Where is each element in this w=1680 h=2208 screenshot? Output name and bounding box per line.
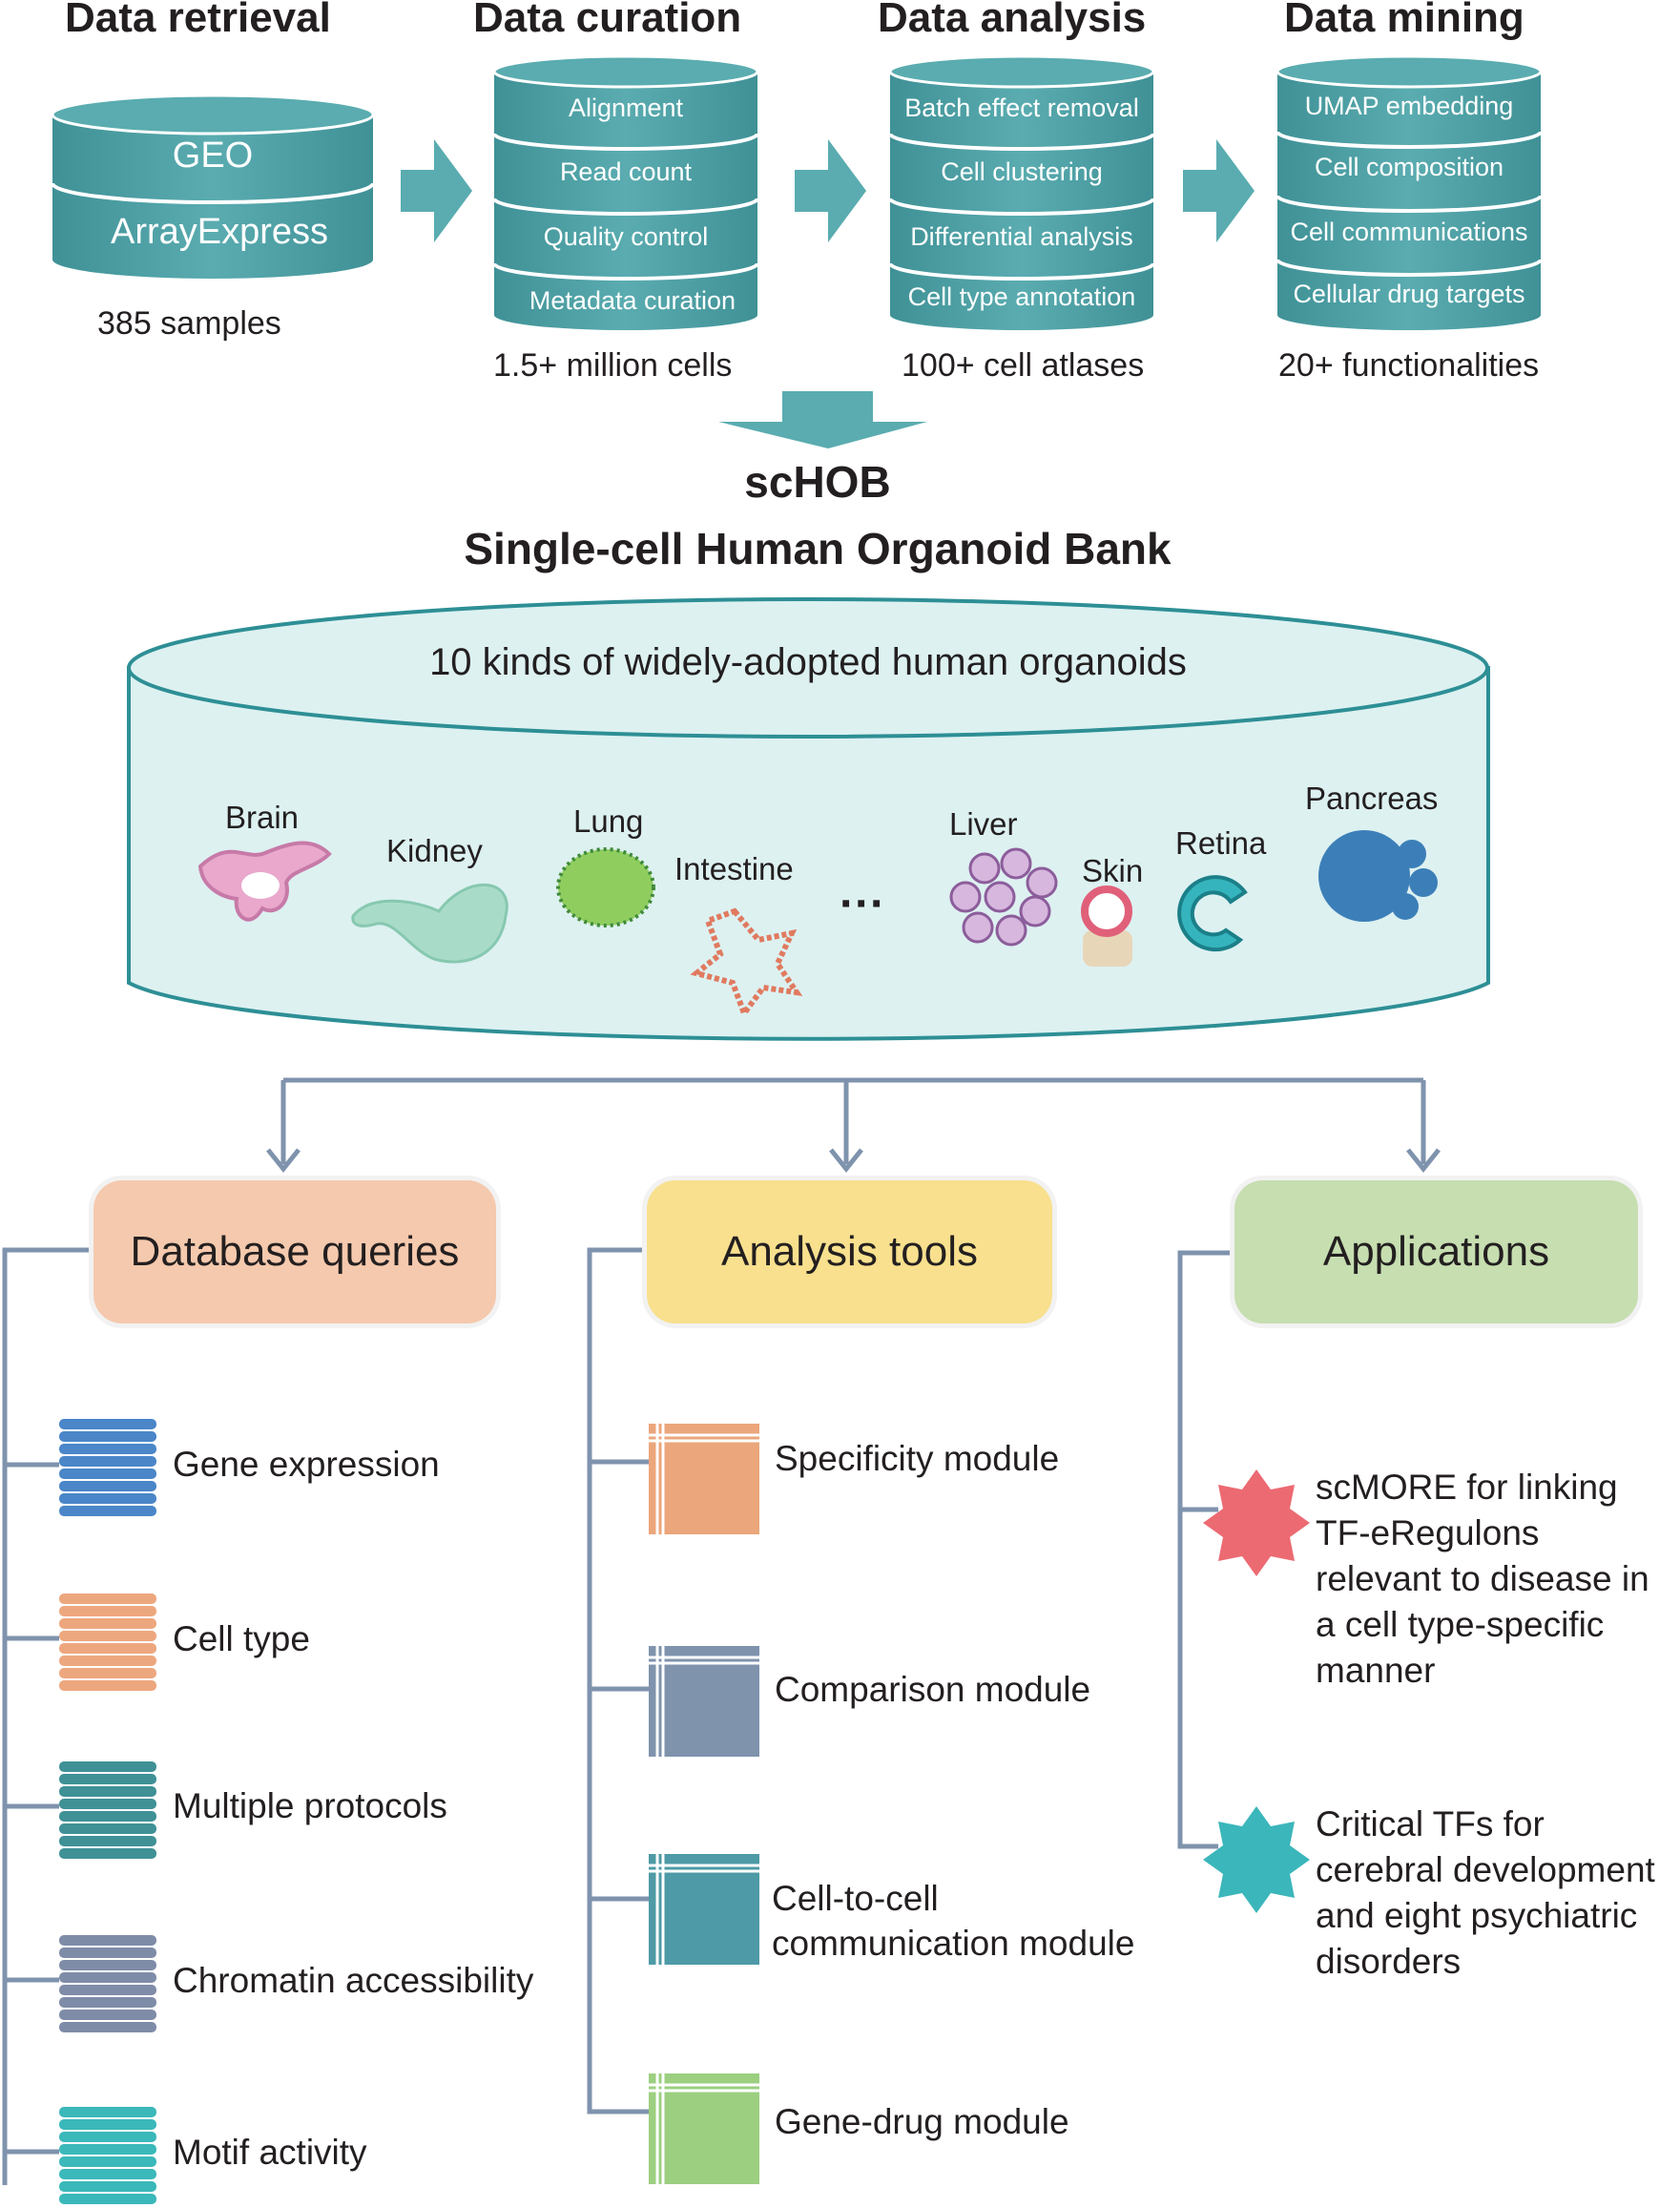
retrieval-database-icon (51, 94, 375, 279)
curation-step: Alignment (568, 94, 684, 122)
intestine-organoid-icon (690, 907, 803, 1020)
curation-step: Quality control (543, 222, 709, 251)
mining-step: Cellular drug targets (1293, 280, 1525, 308)
analysis-tools-title: Analysis tools (720, 1228, 978, 1275)
critical-tfs-star-icon (1203, 1806, 1310, 1913)
communication-module-icon (649, 1854, 759, 1965)
application-critical-tfs[interactable]: Critical TFs for cerebral development an… (1316, 1802, 1655, 1985)
application-line: scMORE for linking (1316, 1468, 1618, 1507)
tool-item-gene-drug[interactable]: Gene-drug module (775, 2102, 1069, 2141)
mining-database-icon (1276, 54, 1543, 330)
analysis-step: Cell clustering (941, 157, 1103, 186)
application-line: relevant to disease in (1316, 1559, 1649, 1598)
applications-title: Applications (1322, 1228, 1550, 1275)
database-queries-title: Database queries (130, 1228, 460, 1275)
curation-title: Data curation (473, 0, 742, 41)
kidney-organoid-icon (351, 884, 508, 964)
comparison-module-icon (649, 1646, 759, 1757)
application-line: TF-eRegulons (1316, 1513, 1540, 1552)
analysis-step: Cell type annotation (907, 282, 1136, 311)
curation-step: Metadata curation (529, 286, 736, 315)
source-geo: GEO (172, 135, 254, 176)
mining-title: Data mining (1284, 0, 1524, 41)
chromatin-accessibility-stack-icon (59, 1935, 156, 2032)
gene-expression-stack-icon (59, 1419, 156, 1516)
application-line: a cell type-specific (1316, 1605, 1605, 1644)
arrow-right-icon (1183, 139, 1255, 242)
analysis-stat: 100+ cell atlases (902, 347, 1145, 384)
arrow-right-icon (795, 139, 866, 242)
tool-item-specificity[interactable]: Specificity module (775, 1439, 1060, 1478)
curation-step: Read count (559, 157, 693, 186)
arrow-down-icon (718, 391, 927, 448)
mining-stat: 20+ functionalities (1278, 347, 1540, 384)
cell-type-stack-icon (59, 1594, 156, 1691)
scmore-star-icon (1203, 1469, 1310, 1576)
organoid-label-skin: Skin (1082, 853, 1144, 888)
application-scmore[interactable]: scMORE for linking TF-eRegulons relevant… (1316, 1465, 1649, 1694)
organoid-label-kidney: Kidney (386, 833, 483, 868)
application-line: Critical TFs for (1316, 1804, 1545, 1843)
specificity-module-icon (649, 1424, 759, 1534)
liver-organoid-icon (949, 847, 1058, 947)
application-line: disorders (1316, 1942, 1462, 1981)
branch-connector (266, 1077, 1441, 1174)
analysis-step: Differential analysis (910, 222, 1133, 251)
tool-item-communication[interactable]: communication module (772, 1924, 1135, 1963)
schob-tagline: 10 kinds of widely-adopted human organoi… (429, 641, 1187, 683)
mining-step: UMAP embedding (1304, 92, 1514, 120)
source-arrayexpress: ArrayExpress (110, 212, 329, 252)
pancreas-organoid-icon (1318, 830, 1438, 922)
retrieval-stat: 385 samples (97, 305, 281, 342)
retina-organoid-icon (1177, 875, 1248, 952)
organoid-label-retina: Retina (1175, 825, 1267, 861)
arrow-right-icon (401, 139, 472, 242)
organoid-label-brain: Brain (225, 800, 300, 835)
application-line: manner (1316, 1651, 1436, 1690)
application-line: and eight psychiatric (1316, 1896, 1638, 1935)
application-line: cerebral development (1316, 1850, 1655, 1889)
tool-item-cell-to-cell[interactable]: Cell-to-cell (772, 1879, 939, 1918)
query-item-cell-type[interactable]: Cell type (173, 1619, 310, 1658)
query-item-motif-activity[interactable]: Motif activity (173, 2133, 367, 2172)
schob-full-name: Single-cell Human Organoid Bank (464, 524, 1172, 573)
retrieval-title: Data retrieval (65, 0, 331, 41)
analysis-database-icon (888, 54, 1155, 330)
applications-tree-connector (1177, 1250, 1233, 1849)
skin-organoid-icon (1081, 885, 1132, 967)
organoid-label-intestine: Intestine (674, 851, 794, 886)
tool-item-comparison[interactable]: Comparison module (775, 1670, 1091, 1709)
database-queries-box[interactable]: Database queries (93, 1180, 496, 1323)
analysis-title: Data analysis (878, 0, 1147, 41)
brain-organoid-icon (197, 841, 332, 922)
queries-tree-connector (2, 1247, 93, 2185)
organoid-label-liver: Liver (949, 806, 1018, 842)
query-item-chromatin-accessibility[interactable]: Chromatin accessibility (173, 1961, 534, 2000)
mining-step: Cell communications (1290, 218, 1528, 246)
curation-database-icon (492, 54, 759, 330)
lung-organoid-icon (556, 847, 655, 927)
gene-drug-module-icon (649, 2073, 759, 2184)
schob-name: scHOB (744, 457, 891, 507)
analysis-step: Batch effect removal (904, 94, 1139, 122)
applications-box[interactable]: Applications (1234, 1180, 1638, 1323)
organoid-label-pancreas: Pancreas (1305, 781, 1439, 816)
multiple-protocols-stack-icon (59, 1761, 156, 1859)
motif-activity-stack-icon (59, 2107, 156, 2204)
analysis-tools-box[interactable]: Analysis tools (647, 1180, 1052, 1323)
tools-tree-connector (587, 1247, 649, 2114)
organoid-label-lung: Lung (573, 803, 644, 839)
query-item-multiple-protocols[interactable]: Multiple protocols (173, 1786, 447, 1825)
organoid-ellipsis: ··· (840, 879, 885, 929)
curation-stat: 1.5+ million cells (493, 347, 733, 384)
mining-step: Cell composition (1314, 153, 1504, 181)
query-item-gene-expression[interactable]: Gene expression (173, 1445, 440, 1484)
